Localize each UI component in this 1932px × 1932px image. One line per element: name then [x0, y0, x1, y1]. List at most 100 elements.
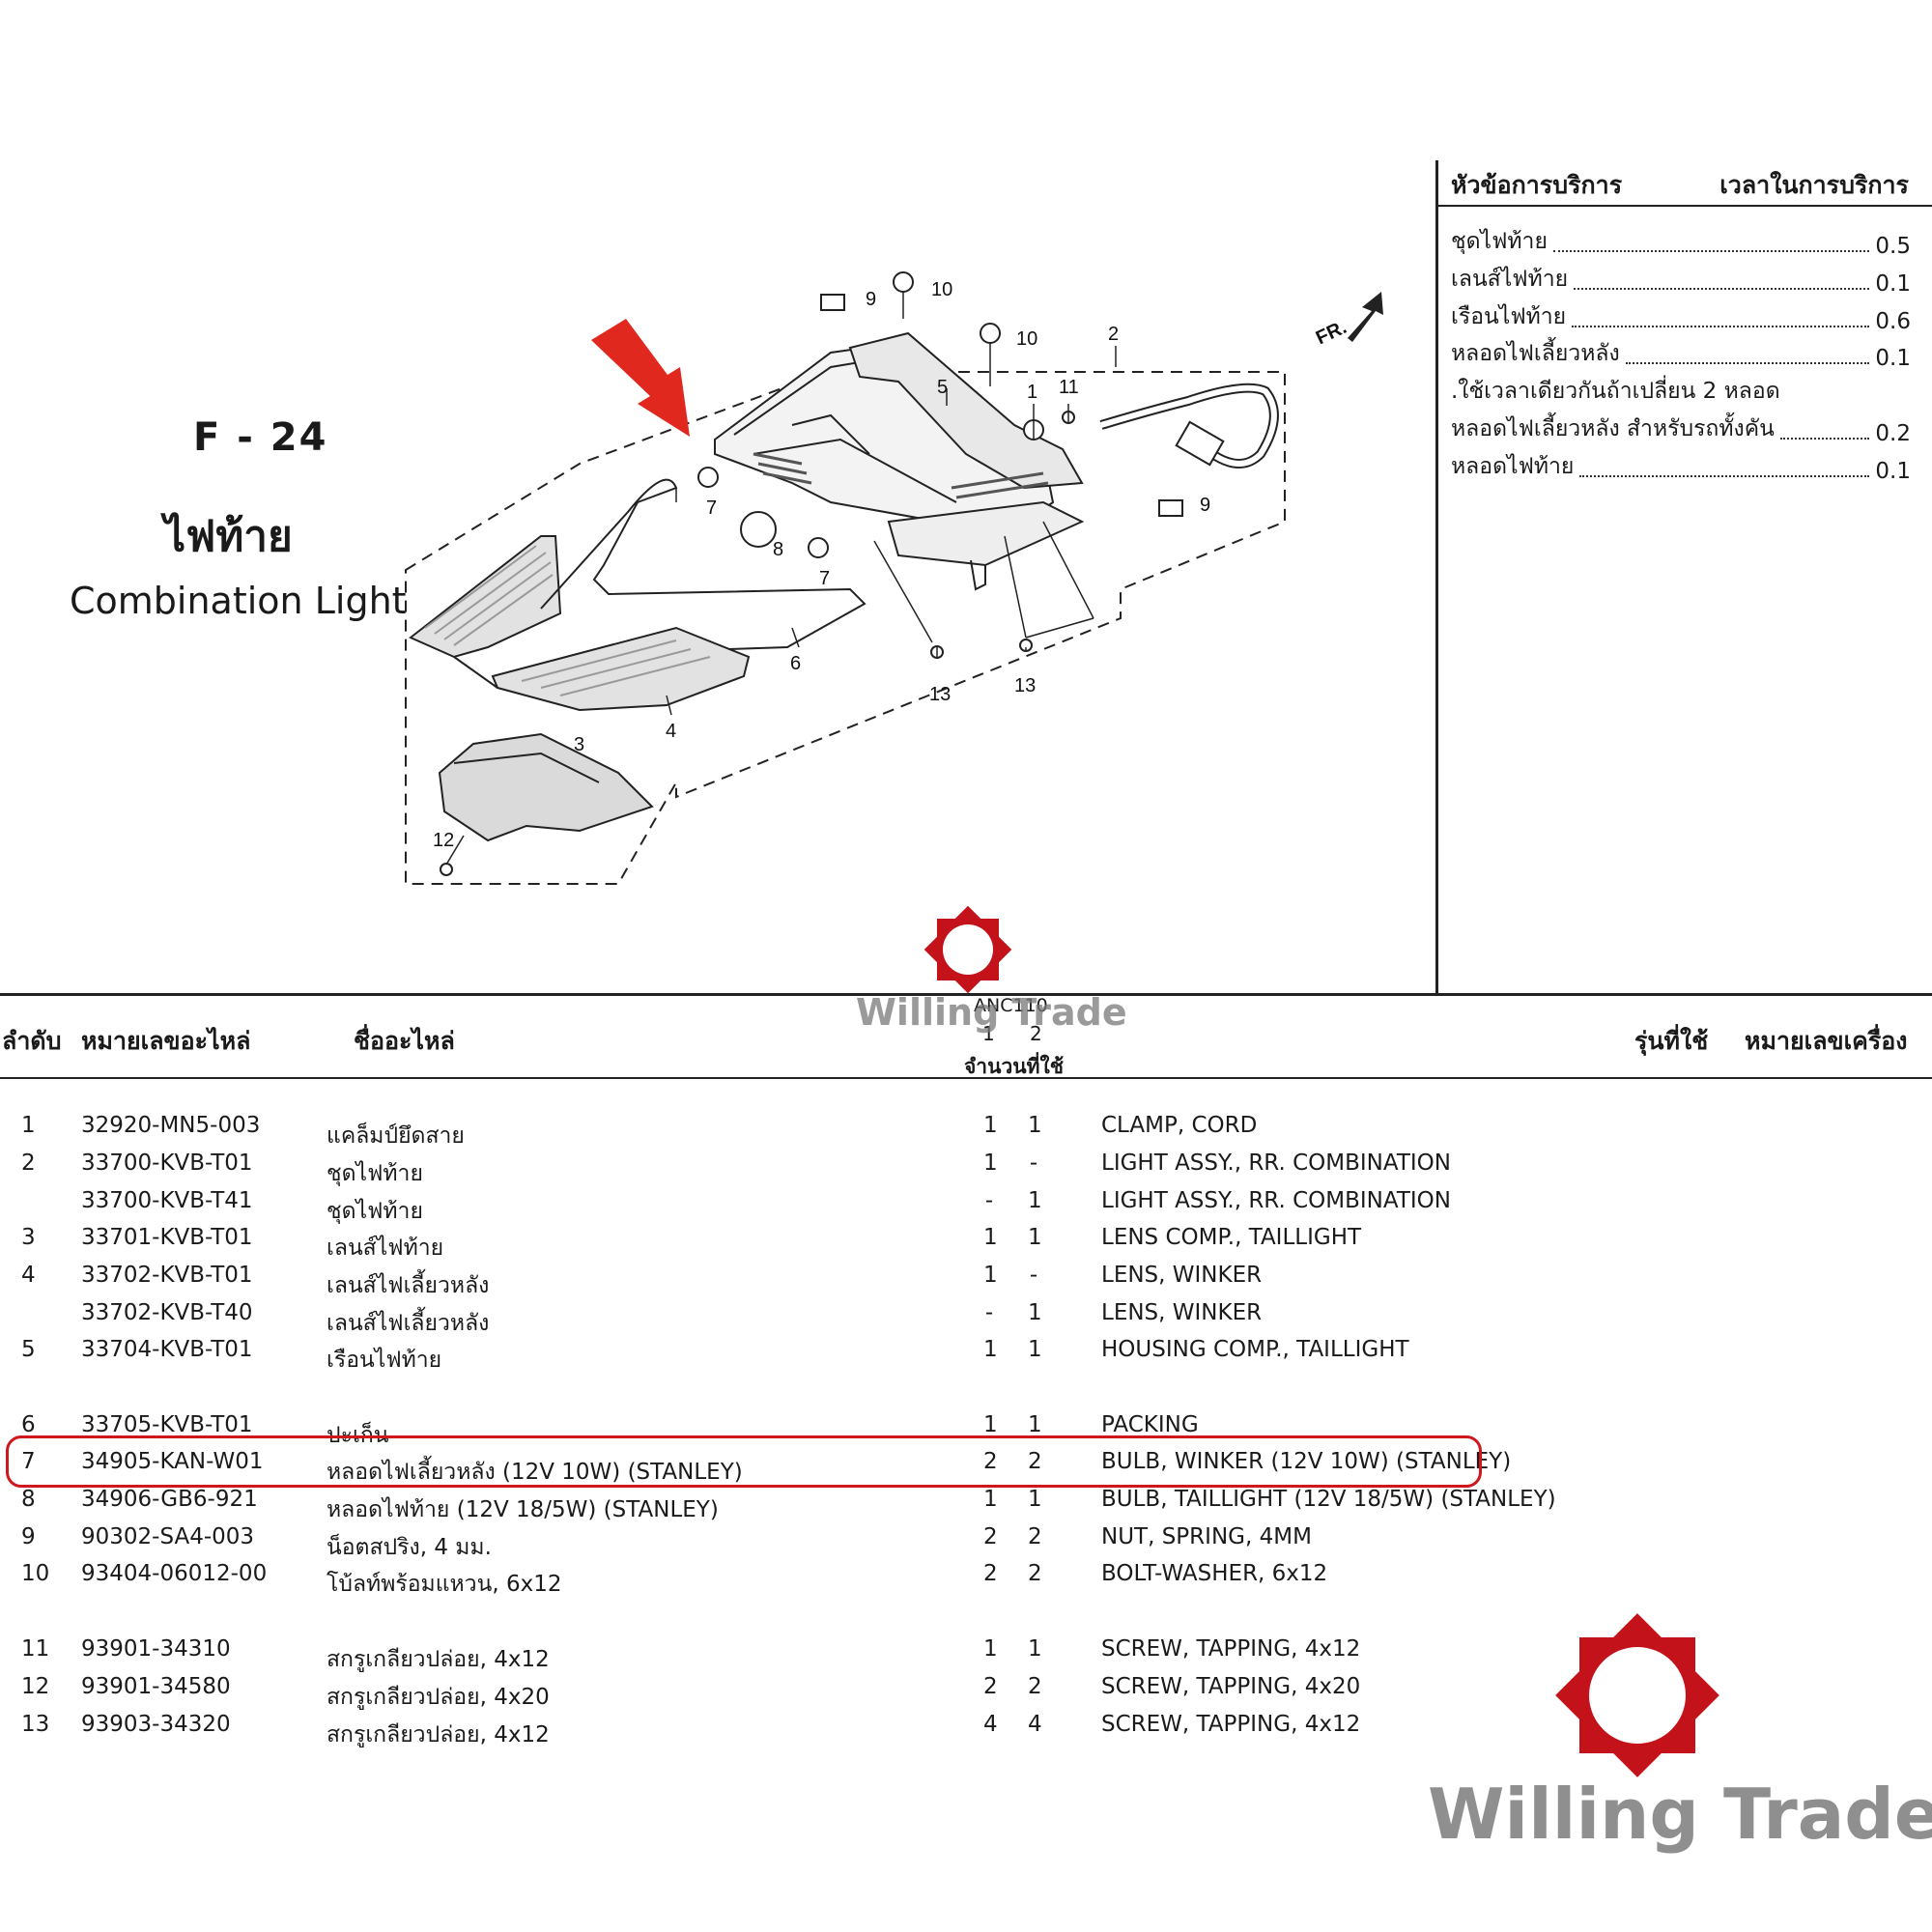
callout-13: 13	[929, 684, 951, 705]
table-row: 12 93901-34580 สกรูเกลียวปล่อย, 4x20 2 2…	[0, 1668, 1932, 1710]
figure-title-english: Combination Light	[70, 580, 407, 622]
row-number: 12	[21, 1674, 50, 1699]
taillight-lens-part	[438, 732, 654, 842]
table-row: 2 33700-KVB-T01 ชุดไฟท้าย 1 - LIGHT ASSY…	[0, 1145, 1932, 1186]
part-number: 33702-KVB-T40	[81, 1300, 253, 1325]
qty-model-1: 2	[983, 1674, 998, 1699]
part-name-thai: หลอดไฟท้าย (12V 18/5W) (STANLEY)	[327, 1497, 719, 1522]
part-number: 32920-MN5-003	[81, 1113, 261, 1138]
callout-2: 2	[1108, 324, 1119, 345]
qty-model-2: 1	[1028, 1225, 1042, 1250]
part-number: 34905-KAN-W01	[81, 1449, 264, 1474]
table-row: 5 33704-KVB-T01 เรือนไฟท้าย 1 1 HOUSING …	[0, 1331, 1932, 1373]
service-value: 0.5	[1875, 234, 1911, 259]
header-col-1: 1	[982, 1022, 995, 1045]
row-number: 4	[21, 1263, 36, 1288]
qty-model-1: 1	[983, 1636, 998, 1662]
callout-6: 6	[790, 653, 801, 674]
direction-label: FR.	[1313, 317, 1350, 350]
qty-model-1: -	[984, 1300, 994, 1325]
center-watermark-text: Willing Trade	[856, 991, 1127, 1034]
part-name-english: LIGHT ASSY., RR. COMBINATION	[1101, 1151, 1451, 1176]
part-name-thai: เลนส์ไฟเลี้ยวหลัง	[327, 1273, 490, 1298]
exploded-parts-diagram: 9 10 10 2 5 1 11 7 8 7 9 6 4 13 13 3 12 …	[405, 271, 1383, 994]
part-name-english: LENS COMP., TAILLIGHT	[1101, 1225, 1362, 1250]
table-row: 4 33702-KVB-T01 เลนส์ไฟเลี้ยวหลัง 1 - LE…	[0, 1257, 1932, 1298]
qty-model-1: 1	[983, 1151, 998, 1176]
service-value: 0.2	[1875, 421, 1911, 446]
part-number: 93901-34580	[81, 1674, 231, 1699]
table-row: 10 93404-06012-00 โบ้ลท์พร้อมแหวน, 6x12 …	[0, 1555, 1932, 1597]
service-row: ชุดไฟท้าย 0.5	[1451, 224, 1911, 259]
part-number: 34906-GB6-921	[81, 1487, 258, 1512]
part-name-thai: หลอดไฟเลี้ยวหลัง (12V 10W) (STANLEY)	[327, 1460, 743, 1485]
row-number: 9	[21, 1524, 36, 1549]
part-name-thai: เลนส์ไฟท้าย	[327, 1236, 444, 1261]
callout-4: 4	[666, 721, 676, 742]
part-name-english: LIGHT ASSY., RR. COMBINATION	[1101, 1188, 1451, 1213]
service-label: ชุดไฟท้าย	[1451, 229, 1548, 254]
winker-bulb	[697, 467, 719, 488]
row-number: 7	[21, 1449, 36, 1474]
part-number: 93903-34320	[81, 1712, 231, 1737]
callout-5: 5	[937, 377, 948, 398]
qty-model-1: 1	[983, 1337, 998, 1362]
row-number: 11	[21, 1636, 50, 1662]
part-number: 33702-KVB-T01	[81, 1263, 253, 1288]
header-number: ลำดับ	[2, 1027, 62, 1055]
tapping-screw	[1019, 639, 1033, 652]
callout-12: 12	[433, 830, 454, 851]
qty-model-2: -	[1029, 1151, 1038, 1176]
service-topic-header: หัวข้อการบริการ	[1451, 171, 1623, 199]
qty-model-1: 1	[983, 1113, 998, 1138]
row-number: 10	[21, 1561, 50, 1586]
service-label: หลอดไฟท้าย	[1451, 454, 1575, 479]
part-name-english: LENS, WINKER	[1101, 1300, 1263, 1325]
highlight-box	[6, 1435, 1482, 1488]
qty-model-2: 1	[1028, 1337, 1042, 1362]
table-row: 11 93901-34310 สกรูเกลียวปล่อย, 4x12 1 1…	[0, 1631, 1932, 1672]
qty-model-2: 2	[1028, 1674, 1042, 1699]
callout-7: 7	[706, 497, 717, 519]
part-name-thai: เลนส์ไฟเลี้ยวหลัง	[327, 1311, 490, 1336]
qty-model-2: 1	[1028, 1300, 1042, 1325]
table-row: 33702-KVB-T40 เลนส์ไฟเลี้ยวหลัง - 1 LENS…	[0, 1294, 1932, 1336]
service-panel-header-rule	[1435, 205, 1932, 207]
part-number: 33700-KVB-T01	[81, 1151, 253, 1176]
qty-model-1: 1	[983, 1263, 998, 1288]
table-row: 13 93903-34320 สกรูเกลียวปล่อย, 4x12 4 4…	[0, 1706, 1932, 1747]
callout-9: 9	[866, 289, 876, 310]
header-model: ANC110	[974, 995, 1048, 1016]
part-name-english: SCREW, TAPPING, 4x12	[1101, 1712, 1361, 1737]
row-number: 3	[21, 1225, 36, 1250]
part-number: 93404-06012-00	[81, 1561, 268, 1586]
part-number: 93901-34310	[81, 1636, 231, 1662]
callout-8: 8	[773, 539, 783, 560]
service-value: 0.1	[1875, 459, 1911, 484]
part-number: 33704-KVB-T01	[81, 1337, 253, 1362]
part-name-thai: สกรูเกลียวปล่อย, 4x12	[327, 1647, 550, 1672]
qty-model-1: 2	[983, 1449, 998, 1474]
part-name-thai: ชุดไฟท้าย	[327, 1161, 423, 1186]
header-part-name: ชื่ออะไหล่	[354, 1027, 455, 1055]
tapping-screw	[440, 863, 453, 876]
qty-model-2: 1	[1028, 1636, 1042, 1662]
service-label: เลนส์ไฟท้าย	[1451, 267, 1569, 292]
part-name-english: HOUSING COMP., TAILLIGHT	[1101, 1337, 1409, 1362]
part-name-english: BOLT-WASHER, 6x12	[1101, 1561, 1328, 1586]
qty-model-2: 2	[1028, 1524, 1042, 1549]
part-name-english: LENS, WINKER	[1101, 1263, 1263, 1288]
part-name-thai: แคล็มป์ยึดสาย	[327, 1123, 465, 1149]
callout-9: 9	[1200, 495, 1210, 516]
service-label: หลอดไฟเลี้ยวหลัง	[1451, 341, 1620, 366]
callout-7: 7	[819, 568, 830, 589]
qty-model-1: 1	[983, 1225, 998, 1250]
bolt-washer	[893, 271, 914, 293]
part-name-thai: สกรูเกลียวปล่อย, 4x20	[327, 1685, 550, 1710]
red-pointer-arrow	[591, 319, 690, 437]
qty-model-1: 2	[983, 1561, 998, 1586]
row-number: 2	[21, 1151, 36, 1176]
service-row: หลอดไฟท้าย 0.1	[1451, 449, 1911, 484]
part-number: 33701-KVB-T01	[81, 1225, 253, 1250]
